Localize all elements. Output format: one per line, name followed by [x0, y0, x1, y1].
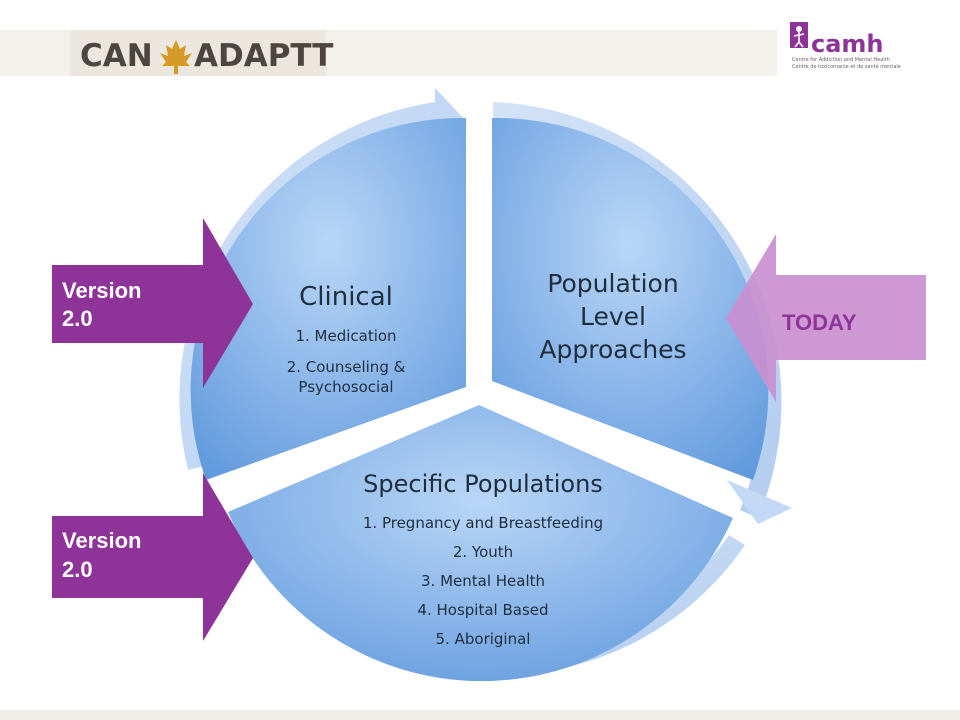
version-arrow-bottom-shape	[52, 473, 253, 641]
population-title-line: Population	[547, 269, 678, 298]
specific-title: Specific Populations	[363, 470, 603, 498]
specific-item: 4. Hospital Based	[417, 601, 548, 619]
segment-clinical	[190, 117, 467, 480]
clinical-item: 1. Medication	[295, 327, 396, 345]
clinical-title: Clinical	[299, 282, 393, 312]
specific-item: 5. Aboriginal	[436, 630, 531, 648]
version-bottom-line: 2.0	[62, 557, 93, 582]
ring-arrowhead-right	[727, 480, 792, 524]
segment-specific	[228, 405, 733, 682]
clinical-item: Psychosocial	[298, 378, 393, 396]
version-bottom-line: Version	[62, 528, 141, 553]
specific-item: 2. Youth	[453, 543, 513, 561]
clinical-item: 2. Counseling &	[287, 358, 406, 376]
today-arrow-shape	[726, 234, 926, 402]
today-label: TODAY	[782, 310, 857, 335]
version-top-line: Version	[62, 278, 141, 303]
footer-band	[0, 710, 960, 720]
maple-leaf-icon	[160, 40, 192, 74]
segment-population	[492, 117, 769, 480]
camh-line-2: Centre de toxicomanie et de santé mental…	[792, 63, 901, 70]
logo-adaptt-text: ADAPTT	[194, 38, 333, 74]
logo-can-text: CAN	[80, 38, 153, 74]
today-arrow: TODAY	[726, 234, 926, 402]
population-title-line: Approaches	[539, 335, 686, 364]
logo-frame	[70, 30, 326, 76]
canadaptt-logo: CAN ADAPTT	[70, 30, 333, 76]
specific-item: 1. Pregnancy and Breastfeeding	[363, 514, 603, 532]
camh-name: camh	[811, 30, 884, 58]
camh-logo: camh Centre for Addiction and Mental Hea…	[777, 22, 960, 76]
version-arrow-top: Version 2.0	[52, 218, 253, 388]
version-arrow-top-shape	[52, 218, 253, 388]
camh-figure-icon	[790, 22, 808, 48]
specific-item: 3. Mental Health	[421, 572, 545, 590]
version-top-line: 2.0	[62, 306, 93, 331]
camh-line-1: Centre for Addiction and Mental Health	[792, 57, 890, 63]
population-title-line: Level	[580, 302, 646, 331]
version-arrow-bottom: Version 2.0	[52, 473, 253, 641]
